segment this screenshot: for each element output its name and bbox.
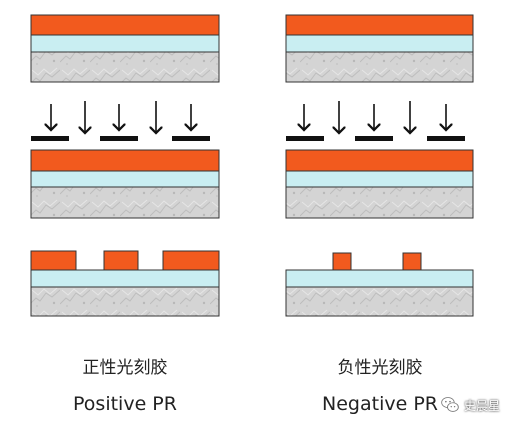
left-exposed-oxide xyxy=(30,170,220,188)
right-mask-3 xyxy=(427,136,465,141)
left-exposed-stack xyxy=(30,149,220,219)
watermark: 史晨星 xyxy=(440,392,526,418)
left-initial-stack xyxy=(30,14,220,83)
left-mask-3 xyxy=(172,136,210,141)
right-exposed-substrate xyxy=(285,186,474,219)
right-initial-photoresist xyxy=(285,14,474,36)
left-pr-block-3 xyxy=(162,250,220,271)
left-developed-oxide xyxy=(30,269,220,288)
left-mask-2 xyxy=(100,136,138,141)
positive-pr-chinese-label: 正性光刻胶 xyxy=(82,358,168,378)
watermark-text: 史晨星 xyxy=(464,398,501,413)
left-initial-oxide xyxy=(30,34,220,53)
wechat-icon xyxy=(441,397,459,412)
right-exposed-stack xyxy=(285,149,474,219)
left-pr-block-2 xyxy=(103,250,139,271)
negative-pr-english-label: Negative PR xyxy=(322,393,438,415)
right-exposed-photoresist xyxy=(285,149,474,172)
left-exposed-substrate xyxy=(30,186,220,219)
right-initial-stack xyxy=(285,14,474,83)
left-exposed-photoresist xyxy=(30,149,220,172)
left-mask-1 xyxy=(31,136,69,141)
right-mask-2 xyxy=(355,136,393,141)
left-developed-stack xyxy=(30,250,220,317)
right-initial-oxide xyxy=(285,34,474,53)
right-pr-block-2 xyxy=(402,252,422,271)
left-initial-photoresist xyxy=(30,14,220,36)
left-exposure xyxy=(31,101,210,141)
left-developed-substrate xyxy=(30,286,220,317)
right-pr-block-1 xyxy=(332,252,352,271)
right-developed-substrate xyxy=(285,286,474,317)
right-mask-1 xyxy=(286,136,324,141)
right-exposed-oxide xyxy=(285,170,474,188)
left-pr-block-1 xyxy=(30,250,77,271)
left-initial-substrate xyxy=(30,51,220,83)
right-developed-oxide xyxy=(285,269,474,288)
negative-pr-chinese-label: 负性光刻胶 xyxy=(337,358,423,378)
right-developed-stack xyxy=(285,252,474,317)
positive-pr-english-label: Positive PR xyxy=(73,393,177,415)
right-initial-substrate xyxy=(285,51,474,83)
right-exposure xyxy=(286,101,465,141)
